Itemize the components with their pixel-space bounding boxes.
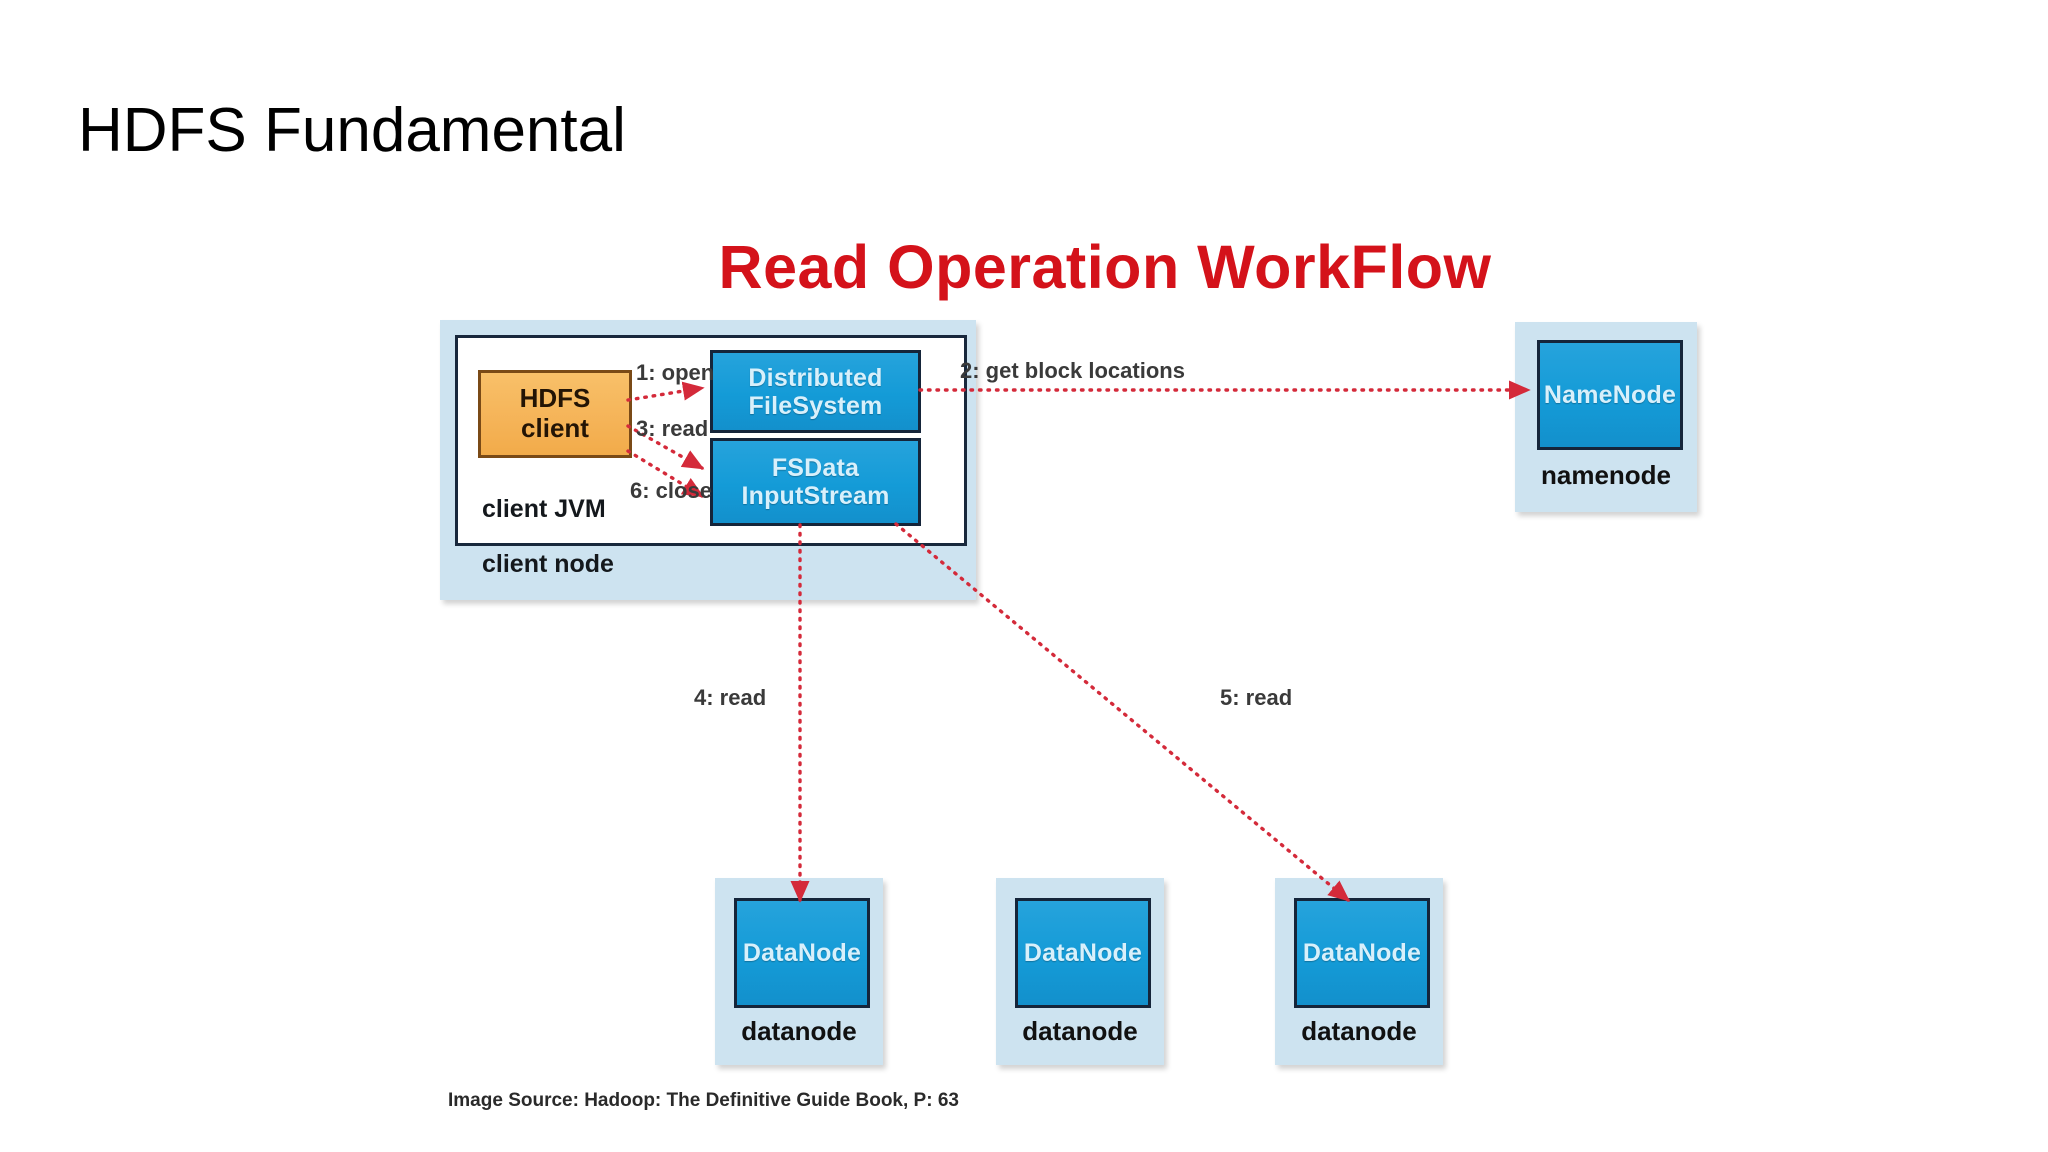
fsdata-inputstream-label-line1: FSData [771, 454, 860, 482]
hdfs-read-workflow-diagram: Read Operation WorkFlow HDFS client Dist… [440, 210, 1770, 1120]
edge-label-6-close: 6: close [630, 478, 712, 503]
fsdata-inputstream-label-line2: InputStream [741, 482, 890, 510]
figure-source-caption: Image Source: Hadoop: The Definitive Gui… [448, 1090, 959, 1111]
datanode-box-3[interactable]: DataNode [1294, 898, 1430, 1008]
datanode-box-3-label: DataNode [1302, 939, 1422, 967]
page-title: HDFS Fundamental [78, 96, 626, 165]
client-jvm-label: client JVM [482, 495, 606, 523]
namenode-box[interactable]: NameNode [1537, 340, 1683, 450]
client-node-label: client node [482, 550, 614, 578]
datanode-caption-1: datanode [741, 1016, 857, 1046]
datanode-box-1[interactable]: DataNode [734, 898, 870, 1008]
edge-label-3-read: 3: read [636, 416, 709, 441]
namenode-box-label: NameNode [1543, 381, 1677, 409]
edge-label-1-open: 1: open [636, 360, 715, 385]
datanode-box-2[interactable]: DataNode [1015, 898, 1151, 1008]
edge-label-5-read: 5: read [1220, 685, 1293, 710]
fsdata-inputstream-box[interactable]: FSData InputStream [710, 438, 921, 526]
edge-label-2-get-block-locations: 2: get block locations [960, 358, 1185, 383]
hdfs-client-label-line2: client [521, 413, 589, 443]
datanode-caption-3: datanode [1301, 1016, 1417, 1046]
distributed-filesystem-box[interactable]: Distributed FileSystem [710, 350, 921, 433]
datanode-caption-2: datanode [1022, 1016, 1138, 1046]
hdfs-client-label-line1: HDFS [519, 383, 591, 414]
distributed-filesystem-label-line2: FileSystem [748, 391, 883, 420]
namenode-caption: namenode [1540, 460, 1672, 490]
diagram-title: Read Operation WorkFlow [718, 233, 1492, 301]
datanode-box-1-label: DataNode [742, 939, 862, 967]
distributed-filesystem-label-line1: Distributed [748, 363, 883, 392]
datanode-box-2-label: DataNode [1023, 939, 1143, 967]
edge-label-4-read: 4: read [694, 685, 767, 710]
hdfs-client-box[interactable]: HDFS client [478, 370, 632, 458]
